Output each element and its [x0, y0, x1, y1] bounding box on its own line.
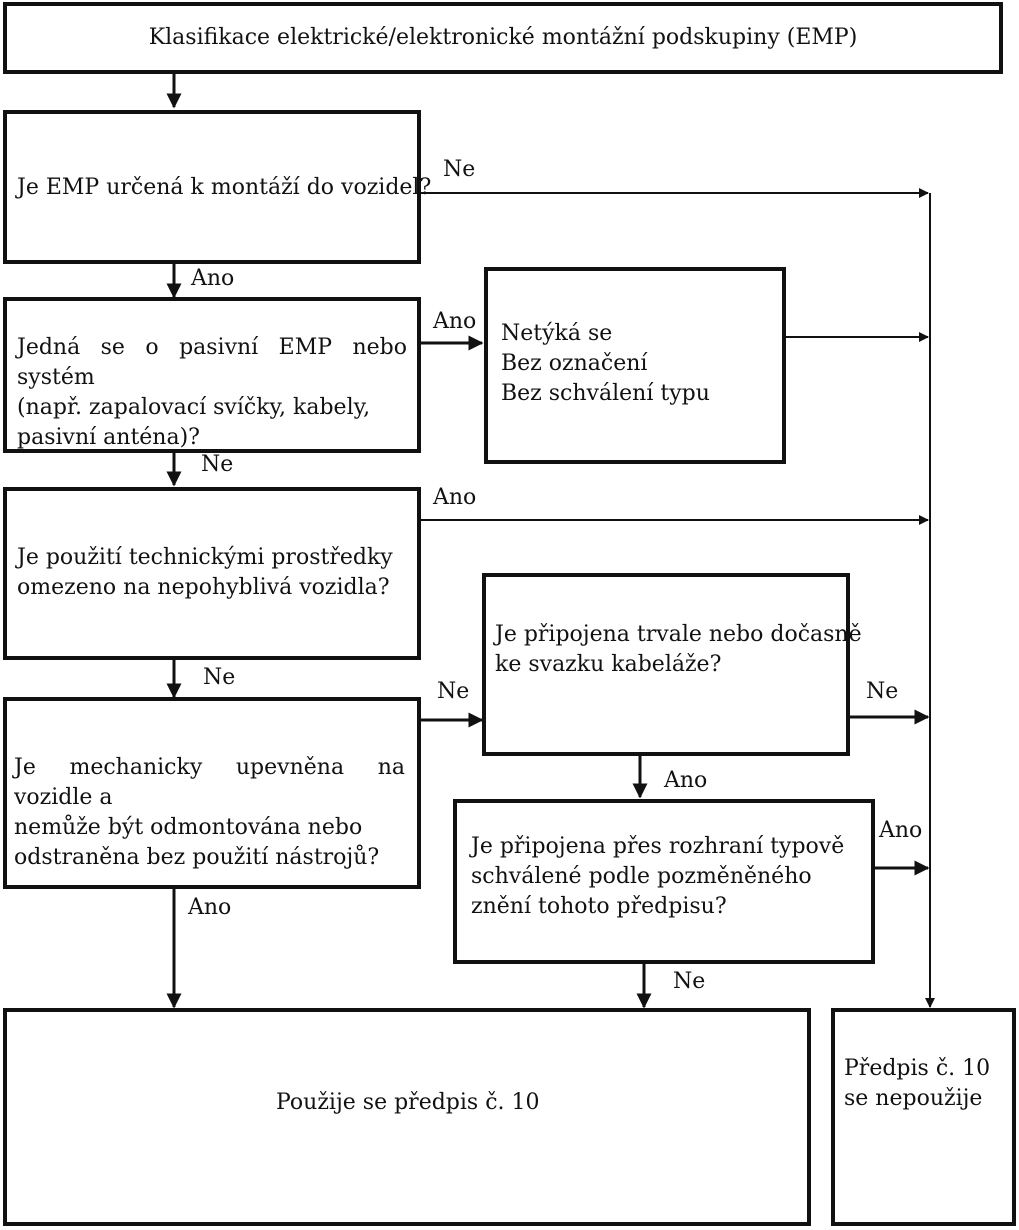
label-q6-no: Ne: [673, 969, 706, 994]
label-q2-yes: Ano: [433, 309, 477, 334]
title-box: Klasifikace elektrické/elektronické mont…: [3, 2, 1003, 74]
question-wiring-harness-text: Je připojena trvale nebo dočasně ke svaz…: [495, 620, 862, 680]
question-vehicle-fitting-text: Je EMP určená k montáží do vozidel?: [17, 175, 432, 200]
text-line: pasivní anténa)?: [17, 425, 200, 450]
text-line: Netýká se: [501, 321, 613, 346]
text-line: ke svazku kabeláže?: [495, 652, 722, 677]
label-q6-yes: Ano: [879, 818, 923, 843]
text-line: omezeno na nepohyblivá vozidla?: [17, 575, 390, 600]
result-regulation-applies: Použije se předpis č. 10: [3, 1008, 811, 1226]
question-passive-emp-text: Jedná se o pasivní EMP nebo systém (např…: [17, 333, 407, 453]
text-line: odstraněna bez použití nástrojů?: [14, 845, 380, 870]
question-type-approved-interface: Je připojena přes rozhraní typově schvál…: [453, 799, 875, 964]
result-regulation-not-applies-text: Předpis č. 10 se nepoužije: [844, 1054, 990, 1114]
text-line: Je mechanicky upevněna na vozidle a: [14, 755, 405, 810]
text-line: Je připojena trvale nebo dočasně: [495, 622, 862, 647]
text-line: Je použití technickými prostředky: [17, 545, 393, 570]
result-regulation-applies-text: Použije se předpis č. 10: [276, 1090, 540, 1115]
text-line: Je připojena přes rozhraní typově: [471, 834, 845, 859]
text-line: Bez označení: [501, 351, 648, 376]
label-q3-no: Ne: [203, 665, 236, 690]
text-line: znění tohoto předpisu?: [471, 894, 727, 919]
not-applicable-box: Netýká se Bez označení Bez schválení typ…: [484, 267, 786, 464]
text-line: Bez schválení typu: [501, 381, 710, 406]
text-line: Předpis č. 10: [844, 1056, 991, 1081]
text-line: Jedná se o pasivní EMP nebo systém: [17, 335, 407, 390]
question-vehicle-fitting: Je EMP určená k montáží do vozidel?: [3, 110, 431, 264]
label-q4-yes: Ano: [664, 768, 708, 793]
label-q1-yes: Ano: [191, 266, 235, 291]
text-line: nemůže být odmontována nebo: [14, 815, 363, 840]
text-line: se nepoužije: [844, 1086, 983, 1111]
label-q1-no: Ne: [443, 157, 476, 182]
question-passive-emp: Jedná se o pasivní EMP nebo systém (např…: [3, 297, 421, 453]
label-q2-no: Ne: [201, 452, 234, 477]
question-stationary-vehicles-text: Je použití technickými prostředky omezen…: [17, 543, 407, 603]
question-type-approved-interface-text: Je připojena přes rozhraní typově schvál…: [471, 832, 853, 922]
label-q4-no: Ne: [866, 679, 899, 704]
title-text: Klasifikace elektrické/elektronické mont…: [148, 25, 858, 50]
question-stationary-vehicles: Je použití technickými prostředky omezen…: [3, 487, 421, 660]
text-line: (např. zapalovací svíčky, kabely,: [17, 395, 371, 420]
not-applicable-text: Netýká se Bez označení Bez schválení typ…: [501, 319, 710, 409]
result-regulation-not-applies: Předpis č. 10 se nepoužije: [831, 1008, 1016, 1226]
label-q5-yes: Ano: [188, 895, 232, 920]
question-wiring-harness: Je připojena trvale nebo dočasně ke svaz…: [482, 573, 862, 756]
text-line: schválené podle pozměněného: [471, 864, 812, 889]
label-q3-yes: Ano: [433, 485, 477, 510]
label-q5-no: Ne: [437, 679, 470, 704]
question-mechanically-fixed: Je mechanicky upevněna na vozidle a nemů…: [3, 697, 421, 889]
question-mechanically-fixed-text: Je mechanicky upevněna na vozidle a nemů…: [14, 753, 405, 873]
